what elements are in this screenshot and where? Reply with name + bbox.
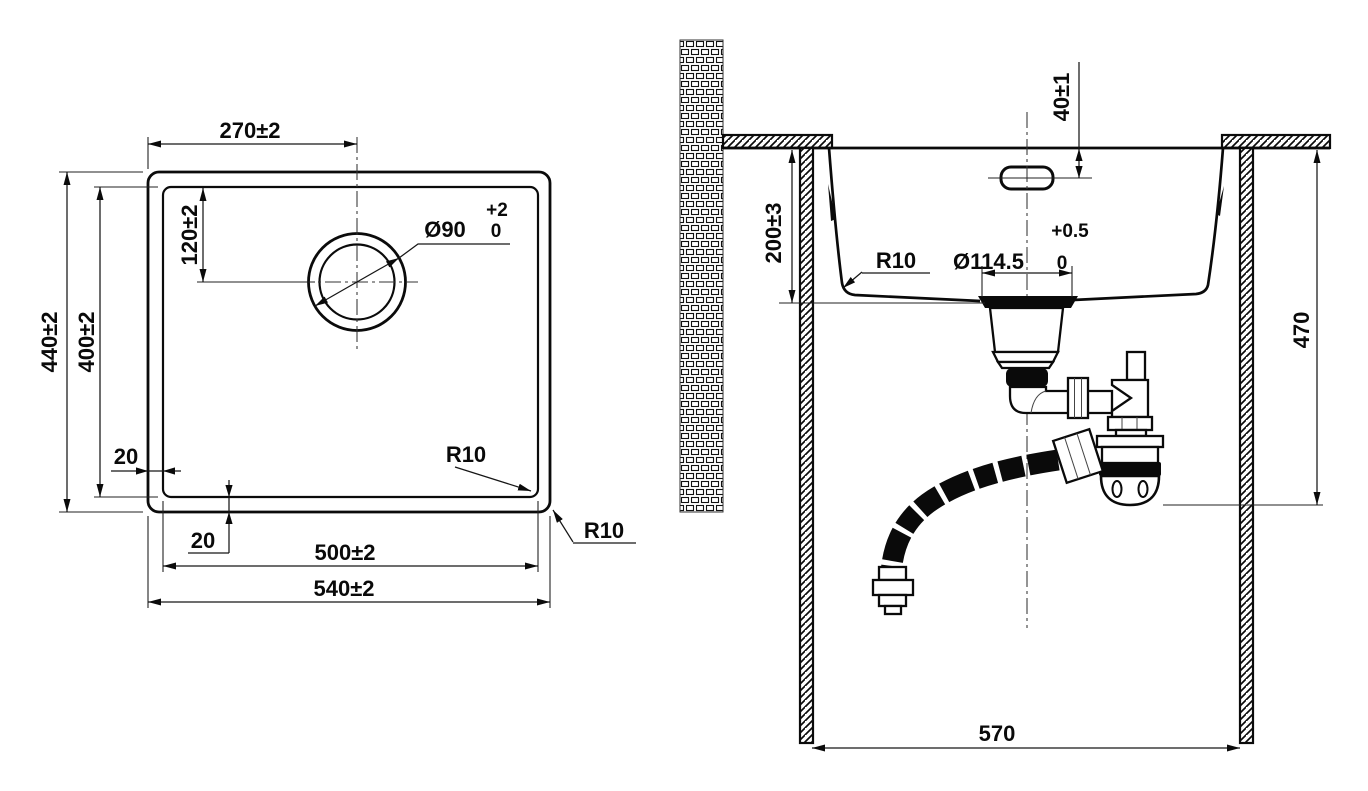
tolerance-lower: 0 [491,221,502,242]
dim-label: 20 [191,528,215,553]
cabinet-panel-left [798,146,815,745]
elbow-bend-line [1030,390,1047,414]
dim-rim-bottom: 20 [188,480,233,554]
dim-label: 570 [979,721,1016,746]
radius-leader [552,509,574,543]
basket-strainer-body [988,306,1065,354]
dim-inner-height: 400±2 [74,186,158,498]
hose-nut-body [1051,427,1105,485]
arrowhead [136,467,148,475]
dim-overflow-offset: 40±1 [1049,62,1083,178]
cabinet-panel-right [1238,146,1255,745]
pipe-union-nut [1066,376,1090,420]
countertop-left [721,133,834,150]
dim-cabinet-width: 570 [812,721,1240,752]
dim-label: 270±2 [219,118,280,143]
arrowhead [225,512,233,524]
outlet-fitting-tip [883,604,903,616]
dim-hole-offset-y: 120±2 [177,188,315,283]
dim-label: 470 [1289,312,1314,349]
arrowhead [1075,166,1083,178]
dim-label: Ø90 [424,217,466,242]
flexible-hose [880,449,1060,575]
outlet-fitting-mid [877,593,908,608]
dim-radius-inner: R10 [446,442,532,492]
trap-bowl-slot [1111,480,1123,498]
diameter-leader [314,257,400,307]
masonry-wall [679,39,724,513]
trap-nut [1106,415,1154,432]
dim-radius-outer: R10 [552,509,636,544]
radius-leader [842,271,863,289]
dim-clearance-height: 470 [1163,150,1323,506]
dim-label: 40±1 [1049,73,1074,122]
bowl-wall-left [827,147,981,303]
tolerance-upper: +2 [486,200,508,221]
plan-view: 270±2 440±2 400±2 120±2 Ø90 +2 [37,118,636,608]
hose-union-nut [1051,427,1105,485]
trap-cup-flange [1095,434,1165,449]
arrowhead [225,485,233,497]
dim-label: 400±2 [74,311,99,372]
trap-cup-band [1099,462,1161,476]
dim-label: R10 [876,248,916,273]
dim-label: 20 [114,444,138,469]
bowl-wall-right [1072,147,1225,302]
seal-ring [1006,368,1048,387]
tolerance-lower: 0 [1057,253,1068,274]
trap-cup-bowl [1099,474,1161,507]
nut-facet-line [1076,433,1091,476]
trap-bowl-slot [1137,480,1149,498]
dim-label: R10 [584,518,624,543]
outlet-fitting-flange [871,578,915,597]
drain-assembly [871,296,1165,616]
hose-end-collar [877,565,908,582]
radius-leader [454,466,532,492]
nut-facet-line [1064,437,1079,480]
strainer-step-1 [991,350,1060,364]
dim-label: 120±2 [177,204,202,265]
dim-hole-diameter: Ø90 +2 0 [314,200,510,307]
dim-hole-offset-x: 270±2 [147,118,357,169]
leader-shoulder [398,243,510,259]
section-view: 40±1 200±3 R10 Ø114.5 +0.5 0 470 [679,39,1332,752]
drain-flange [978,296,1078,308]
dim-outer-height: 440±2 [37,171,143,513]
trap-inlet-body [1110,378,1150,419]
dim-label: 200±3 [761,202,786,263]
weld-seam-right [1216,186,1224,216]
elbow-pipe [1008,385,1114,415]
dim-bowl-depth: 200±3 [761,150,985,304]
arrowhead [163,467,175,475]
tolerance-upper: +0.5 [1051,221,1089,242]
dim-label: 540±2 [313,576,374,601]
dim-drain-diameter: Ø114.5 +0.5 0 [953,221,1089,297]
bowl-inner-edge [161,185,540,499]
weld-seam-left [828,184,836,221]
countertop-right [1220,133,1332,150]
strainer-step-2 [995,360,1056,370]
dim-bottom-radius: R10 [842,248,930,289]
dim-inner-width: 500±2 [162,501,539,572]
trap-cup-upper [1100,445,1160,465]
dim-label: Ø114.5 [953,249,1024,274]
sink-outer-edge [146,170,552,514]
dim-label: 440±2 [37,311,62,372]
dim-outer-width: 540±2 [147,516,551,608]
dim-label: R10 [446,442,486,467]
trap-inlet-stub [1125,350,1147,382]
dim-rim-left: 20 [111,444,181,475]
arrowhead [1075,149,1083,161]
dim-label: 500±2 [314,540,375,565]
